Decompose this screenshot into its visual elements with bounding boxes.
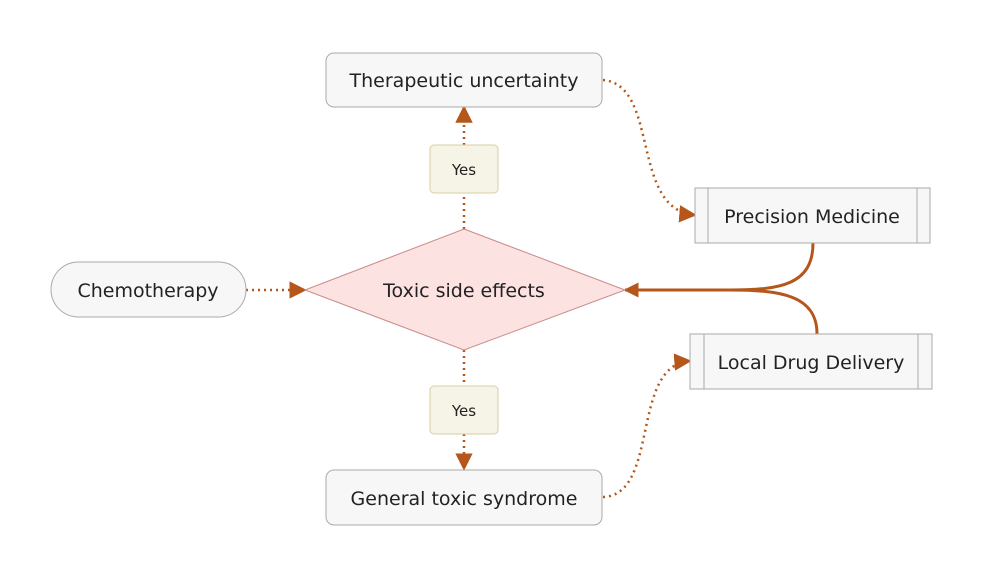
edge-therapeutic-uncertainty-to-precision-medicine — [602, 78, 697, 223]
edge-label-text: Yes — [451, 161, 476, 179]
node-therapeutic-uncertainty: Therapeutic uncertainty — [325, 52, 603, 108]
edge-label-box — [429, 144, 499, 194]
node-label: Toxic side effects — [382, 280, 545, 302]
edge-precision-medicine-to-toxic-side-effects — [623, 242, 815, 298]
edge-label-yes-top: Yes — [429, 144, 499, 194]
node-shape — [325, 469, 603, 526]
node-label: Precision Medicine — [724, 206, 900, 228]
edge-local-drug-delivery-to-toxic-side-effects — [729, 288, 819, 335]
node-chemotherapy: Chemotherapy — [50, 261, 247, 318]
node-precision-medicine: Precision Medicine — [694, 187, 931, 244]
node-label: Therapeutic uncertainty — [349, 70, 579, 92]
decision-diamond — [303, 228, 627, 351]
node-toxic-side-effects: Toxic side effects — [303, 228, 627, 351]
node-shape — [50, 261, 247, 318]
node-shape — [325, 52, 603, 108]
edge-label-yes-bottom: Yes — [429, 385, 499, 435]
edge-label-box — [429, 385, 499, 435]
edge-general-toxic-syndrome-to-local-drug-delivery — [602, 353, 692, 499]
edge-label-text: Yes — [451, 402, 476, 420]
node-local-drug-delivery: Local Drug Delivery — [689, 333, 933, 390]
node-shape — [694, 187, 931, 244]
node-label: Chemotherapy — [77, 280, 218, 302]
node-label: Local Drug Delivery — [718, 352, 905, 374]
node-shape — [689, 333, 933, 390]
node-label: General toxic syndrome — [351, 488, 578, 510]
node-general-toxic-syndrome: General toxic syndrome — [325, 469, 603, 526]
